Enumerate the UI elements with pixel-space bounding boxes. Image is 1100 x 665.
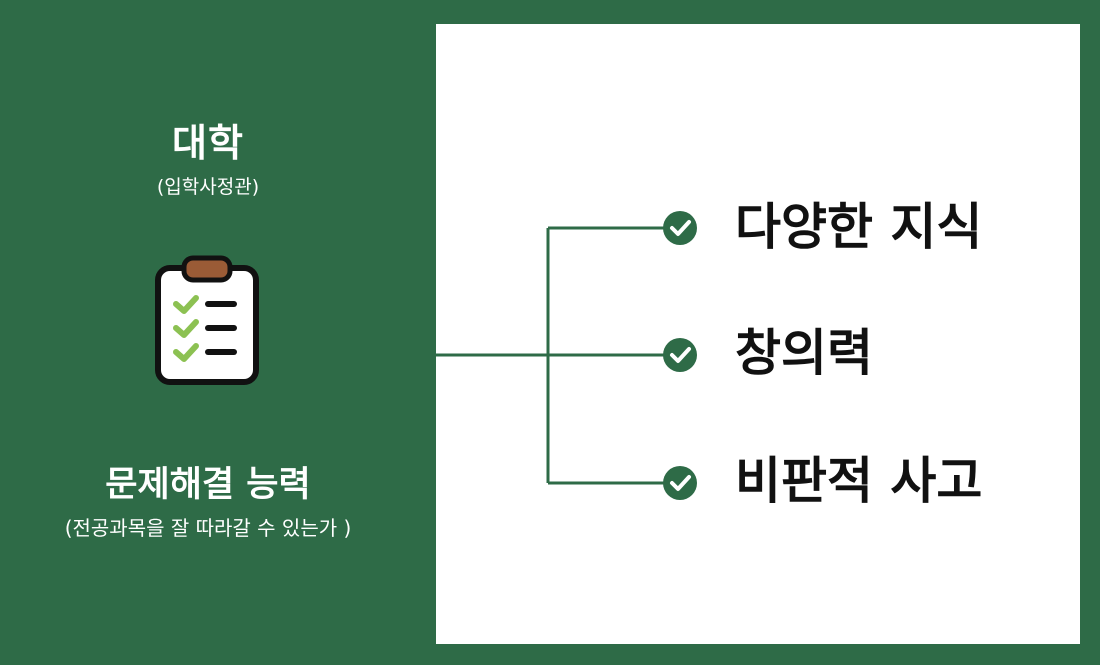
- check-circle-icon: [663, 211, 697, 245]
- left-panel: 대학 (입학사정관) 문제해결 능력 (전공과목을 잘 따라갈 수 있는가 ): [0, 0, 436, 665]
- connector-lines: [436, 226, 680, 485]
- university-subtitle: (입학사정관): [156, 176, 260, 198]
- item-label-critical-thinking: 비판적 사고: [735, 452, 983, 510]
- competency-subtitle: (전공과목을 잘 따라갈 수 있는가 ): [64, 516, 352, 540]
- right-panel: [436, 24, 1080, 644]
- check-circle-icon: [663, 466, 697, 500]
- competency-title: 문제해결 능력: [105, 465, 311, 505]
- clipboard-checklist-icon: [155, 255, 259, 385]
- university-title: 대학: [172, 121, 244, 165]
- item-label-knowledge: 다양한 지식: [735, 198, 983, 256]
- item-label-creativity: 창의력: [735, 324, 873, 382]
- check-circle-icon: [663, 338, 697, 372]
